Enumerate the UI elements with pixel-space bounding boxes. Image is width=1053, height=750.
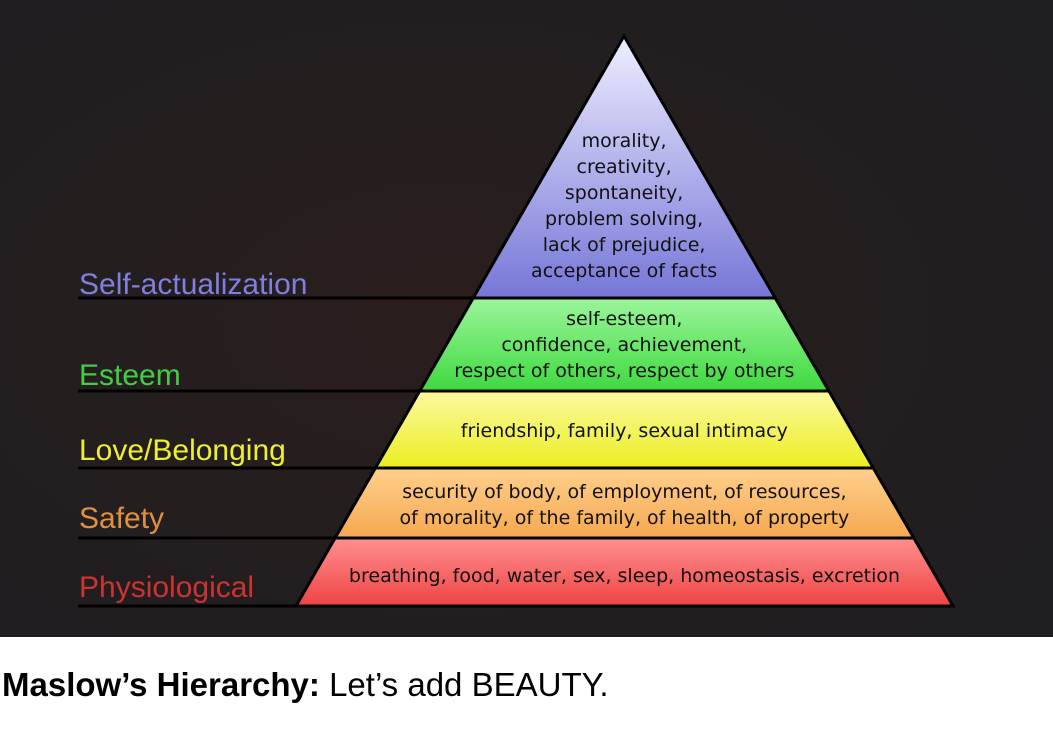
- level-description-line: lack of prejudice,: [543, 234, 706, 256]
- pyramid-layer-2: self-esteem, confidence, achievement, resp…: [417, 296, 832, 393]
- level-description-line: morality,: [582, 130, 667, 152]
- level-description-line: security of body, of employment, of reso…: [402, 481, 846, 503]
- caption-rest: Let’s add BEAUTY.: [319, 666, 609, 703]
- level-description-line: self-esteem,: [566, 308, 682, 330]
- pyramid-layer-5: breathing, food, water, sex, sleep, home…: [293, 536, 956, 608]
- pyramid-layer-1: morality, creativity, spontaneity, problem …: [470, 32, 778, 300]
- level-description-line: confidence, achievement,: [501, 334, 747, 356]
- level-label: Safety: [79, 502, 164, 535]
- pyramid-layer-shape: [293, 536, 956, 608]
- level-label: Self-actualization: [79, 268, 307, 301]
- level-description-line: breathing, food, water, sex, sleep, home…: [349, 565, 900, 587]
- level-description-line: problem solving,: [545, 208, 703, 230]
- pyramid-layer-3: friendship, family, sexual intimacy: [372, 389, 876, 470]
- level-description-line: spontaneity,: [565, 182, 683, 204]
- level-labels: Self-actualizationEsteemLove/BelongingSa…: [78, 268, 474, 608]
- maslow-pyramid-diagram: morality, creativity, spontaneity, problem …: [0, 0, 1053, 637]
- level-description-line: of morality, of the family, of health, o…: [399, 507, 849, 529]
- level-description-line: respect of others, respect by others: [454, 360, 794, 382]
- level-label: Love/Belonging: [79, 434, 286, 467]
- level-label: Esteem: [79, 359, 181, 392]
- pyramid-layers: morality, creativity, spontaneity, problem …: [293, 32, 956, 608]
- level-description-line: creativity,: [577, 156, 672, 178]
- caption-bold: Maslow’s Hierarchy:: [2, 666, 320, 703]
- level-description-line: friendship, family, sexual intimacy: [461, 420, 788, 442]
- slide-caption: Maslow’s Hierarchy: Let’s add BEAUTY.: [2, 666, 609, 704]
- pyramid-layer-4: security of body, of employment, of reso…: [332, 466, 917, 540]
- level-label: Physiological: [79, 571, 254, 604]
- level-description-line: acceptance of facts: [531, 260, 717, 282]
